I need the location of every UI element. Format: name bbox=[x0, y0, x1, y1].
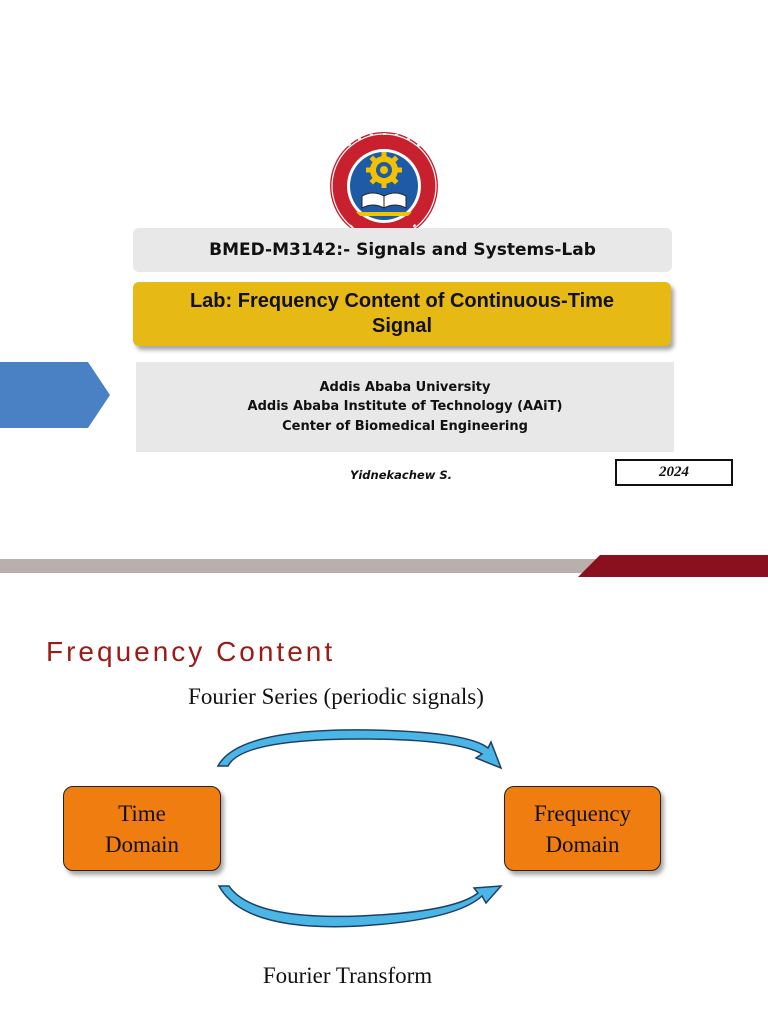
author-name: Yidnekachew S. bbox=[350, 468, 452, 482]
time-domain-box: Time Domain bbox=[63, 786, 221, 871]
institution-line-university: Addis Ababa University bbox=[319, 379, 491, 395]
slide-divider-bar bbox=[0, 555, 768, 577]
institution-line-center: Center of Biomedical Engineering bbox=[282, 418, 528, 434]
slide-heading: Frequency Content bbox=[46, 636, 336, 667]
year-text: 2024 bbox=[659, 464, 689, 480]
time-domain-line-2: Domain bbox=[104, 831, 180, 857]
institution-block: Addis Ababa University Addis Ababa Insti… bbox=[136, 362, 674, 452]
course-title-banner: BMED-M3142:- Signals and Systems-Lab bbox=[133, 228, 672, 272]
transform-arrows bbox=[0, 700, 768, 960]
institution-line-institute: Addis Ababa Institute of Technology (AAi… bbox=[247, 399, 563, 415]
bottom-curved-arrow-icon bbox=[217, 885, 503, 928]
chevron-arrow-icon bbox=[0, 362, 112, 428]
lab-title-banner: Lab: Frequency Content of Continuous-Tim… bbox=[133, 282, 671, 346]
frequency-domain-line-2: Domain bbox=[545, 831, 620, 857]
frequency-domain-line-1: Frequency bbox=[533, 800, 632, 826]
fourier-transform-label: Fourier Transform bbox=[262, 963, 433, 988]
time-domain-line-1: Time bbox=[118, 800, 166, 826]
top-curved-arrow-icon bbox=[216, 729, 503, 770]
lab-title: Lab: Frequency Content of Continuous-Tim… bbox=[190, 289, 614, 339]
year-box: 2024 bbox=[615, 459, 733, 486]
fourier-series-label: Fourier Series (periodic signals) bbox=[188, 684, 484, 709]
university-seal-icon bbox=[328, 130, 440, 242]
frequency-domain-box: Frequency Domain bbox=[504, 786, 661, 871]
lab-title-line-1: Lab: Frequency Content of Continuous-Tim… bbox=[189, 290, 615, 312]
course-title: BMED-M3142:- Signals and Systems-Lab bbox=[209, 240, 596, 260]
lab-title-line-2: Signal bbox=[371, 315, 432, 337]
